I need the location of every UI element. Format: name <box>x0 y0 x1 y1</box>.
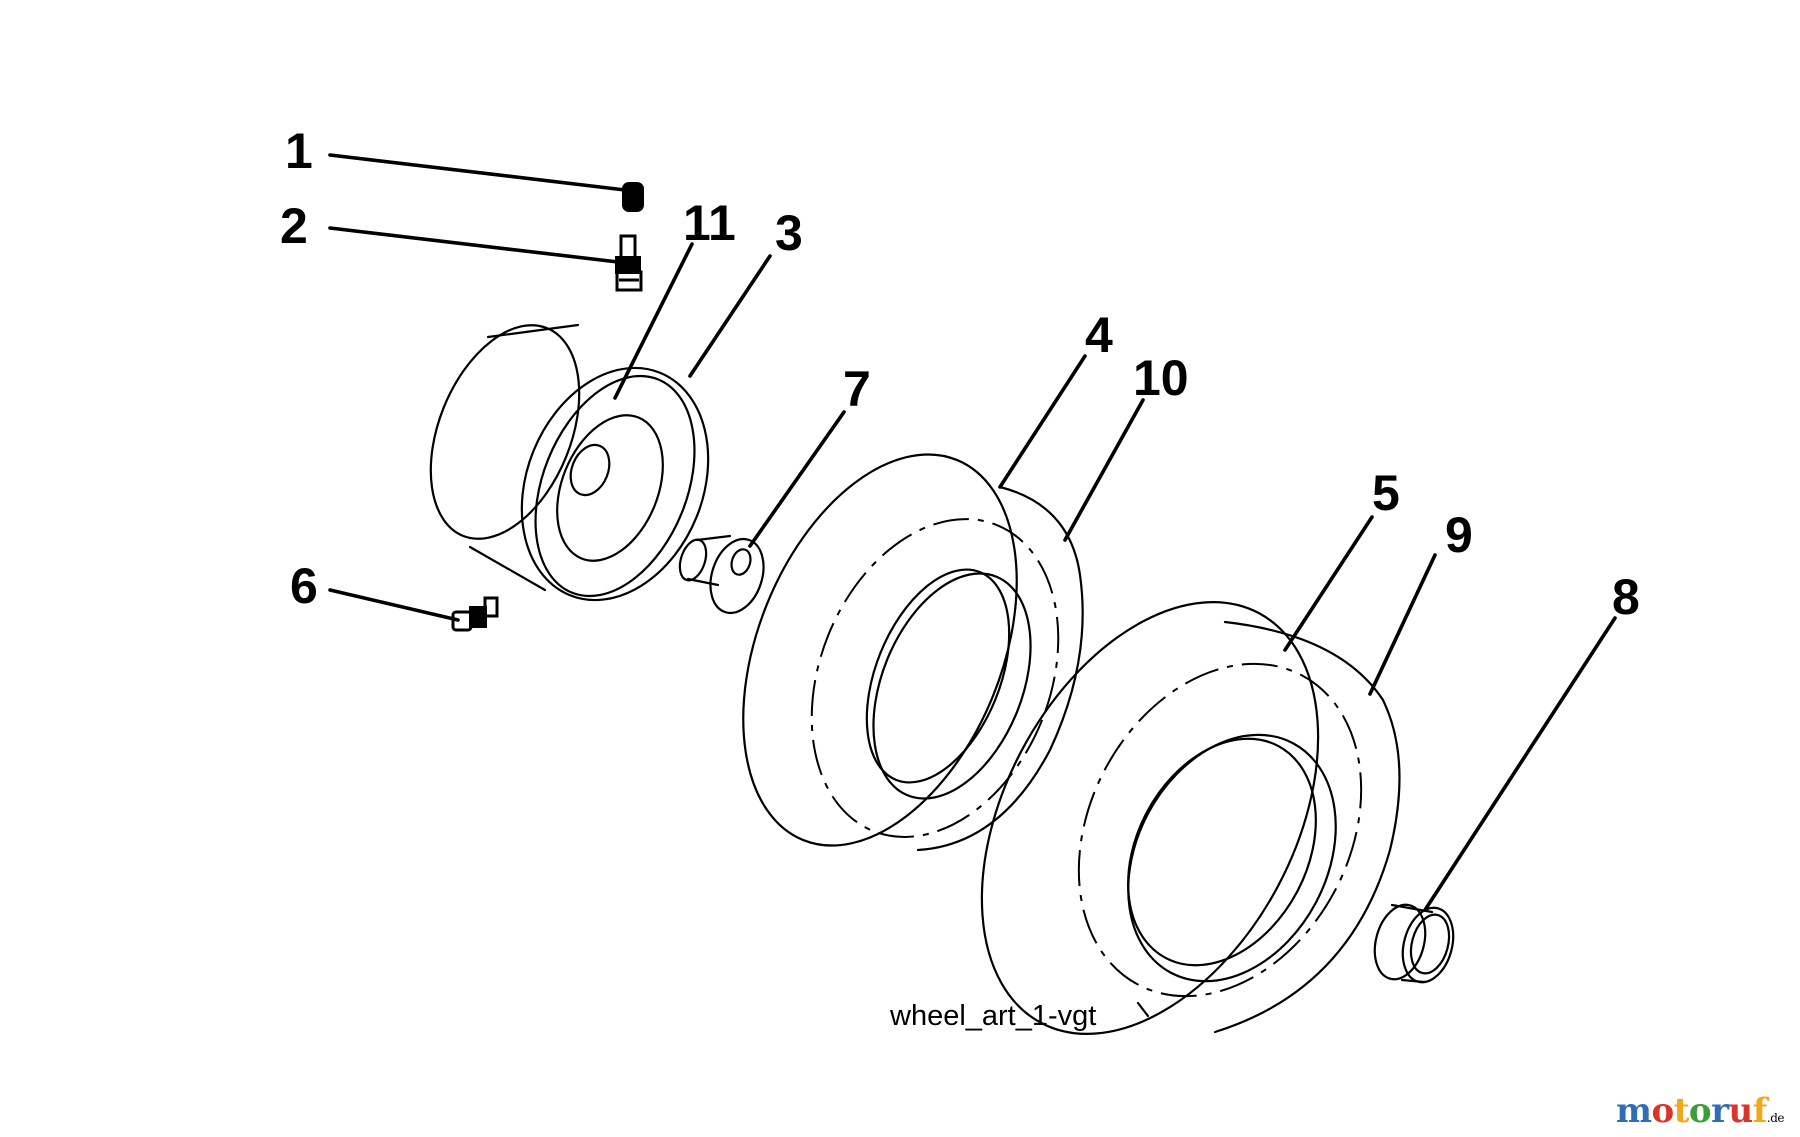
callout-7: 7 <box>843 361 871 417</box>
callout-4: 4 <box>1085 307 1113 363</box>
callout-labels: 1 2 11 3 6 7 4 10 5 9 8 <box>280 123 1640 625</box>
watermark-logo: motoruf.de <box>1616 1091 1784 1131</box>
watermark-letter: o <box>1688 1091 1712 1131</box>
leader-7 <box>748 410 846 548</box>
leader-10 <box>1063 398 1145 542</box>
watermark-letter: m <box>1616 1091 1652 1131</box>
diagram-caption: wheel_art_1-vgt <box>889 1000 1096 1032</box>
watermark-name: motoruf <box>1616 1091 1767 1131</box>
callout-3: 3 <box>775 205 803 261</box>
leader-4 <box>998 354 1087 489</box>
watermark-letter: r <box>1711 1091 1729 1131</box>
caption-leader <box>1136 1001 1150 1018</box>
callout-1: 1 <box>285 123 313 179</box>
leader-11 <box>613 242 694 400</box>
leader-2 <box>328 226 620 264</box>
leader-lines <box>328 153 1617 912</box>
callout-8: 8 <box>1612 569 1640 625</box>
callout-2: 2 <box>280 198 308 254</box>
leader-8 <box>1423 616 1617 912</box>
part-5-tire <box>980 601 1401 1035</box>
callout-6: 6 <box>290 558 318 614</box>
leader-1 <box>328 153 627 192</box>
part-7-bushing <box>678 534 765 615</box>
leader-3 <box>688 254 772 378</box>
part-8-hub-cap <box>1373 903 1455 984</box>
callout-11: 11 <box>683 195 736 251</box>
part-4-tire <box>742 453 1084 852</box>
watermark-tld: .de <box>1766 1111 1785 1125</box>
leader-9 <box>1368 553 1437 696</box>
part-2-valve-stem <box>615 234 643 292</box>
watermark-letter: t <box>1673 1091 1690 1131</box>
watermark-letter: u <box>1728 1091 1754 1131</box>
part-6-grease-fitting <box>451 596 499 632</box>
leader-5 <box>1283 515 1374 652</box>
part-3-rim <box>429 323 710 602</box>
callout-10: 10 <box>1133 350 1189 406</box>
part-1-cap <box>622 182 644 212</box>
callout-5: 5 <box>1372 465 1400 521</box>
watermark-letter: f <box>1752 1091 1768 1131</box>
leader-6 <box>328 588 460 622</box>
watermark-letter: o <box>1651 1091 1675 1131</box>
callout-9: 9 <box>1445 507 1473 563</box>
